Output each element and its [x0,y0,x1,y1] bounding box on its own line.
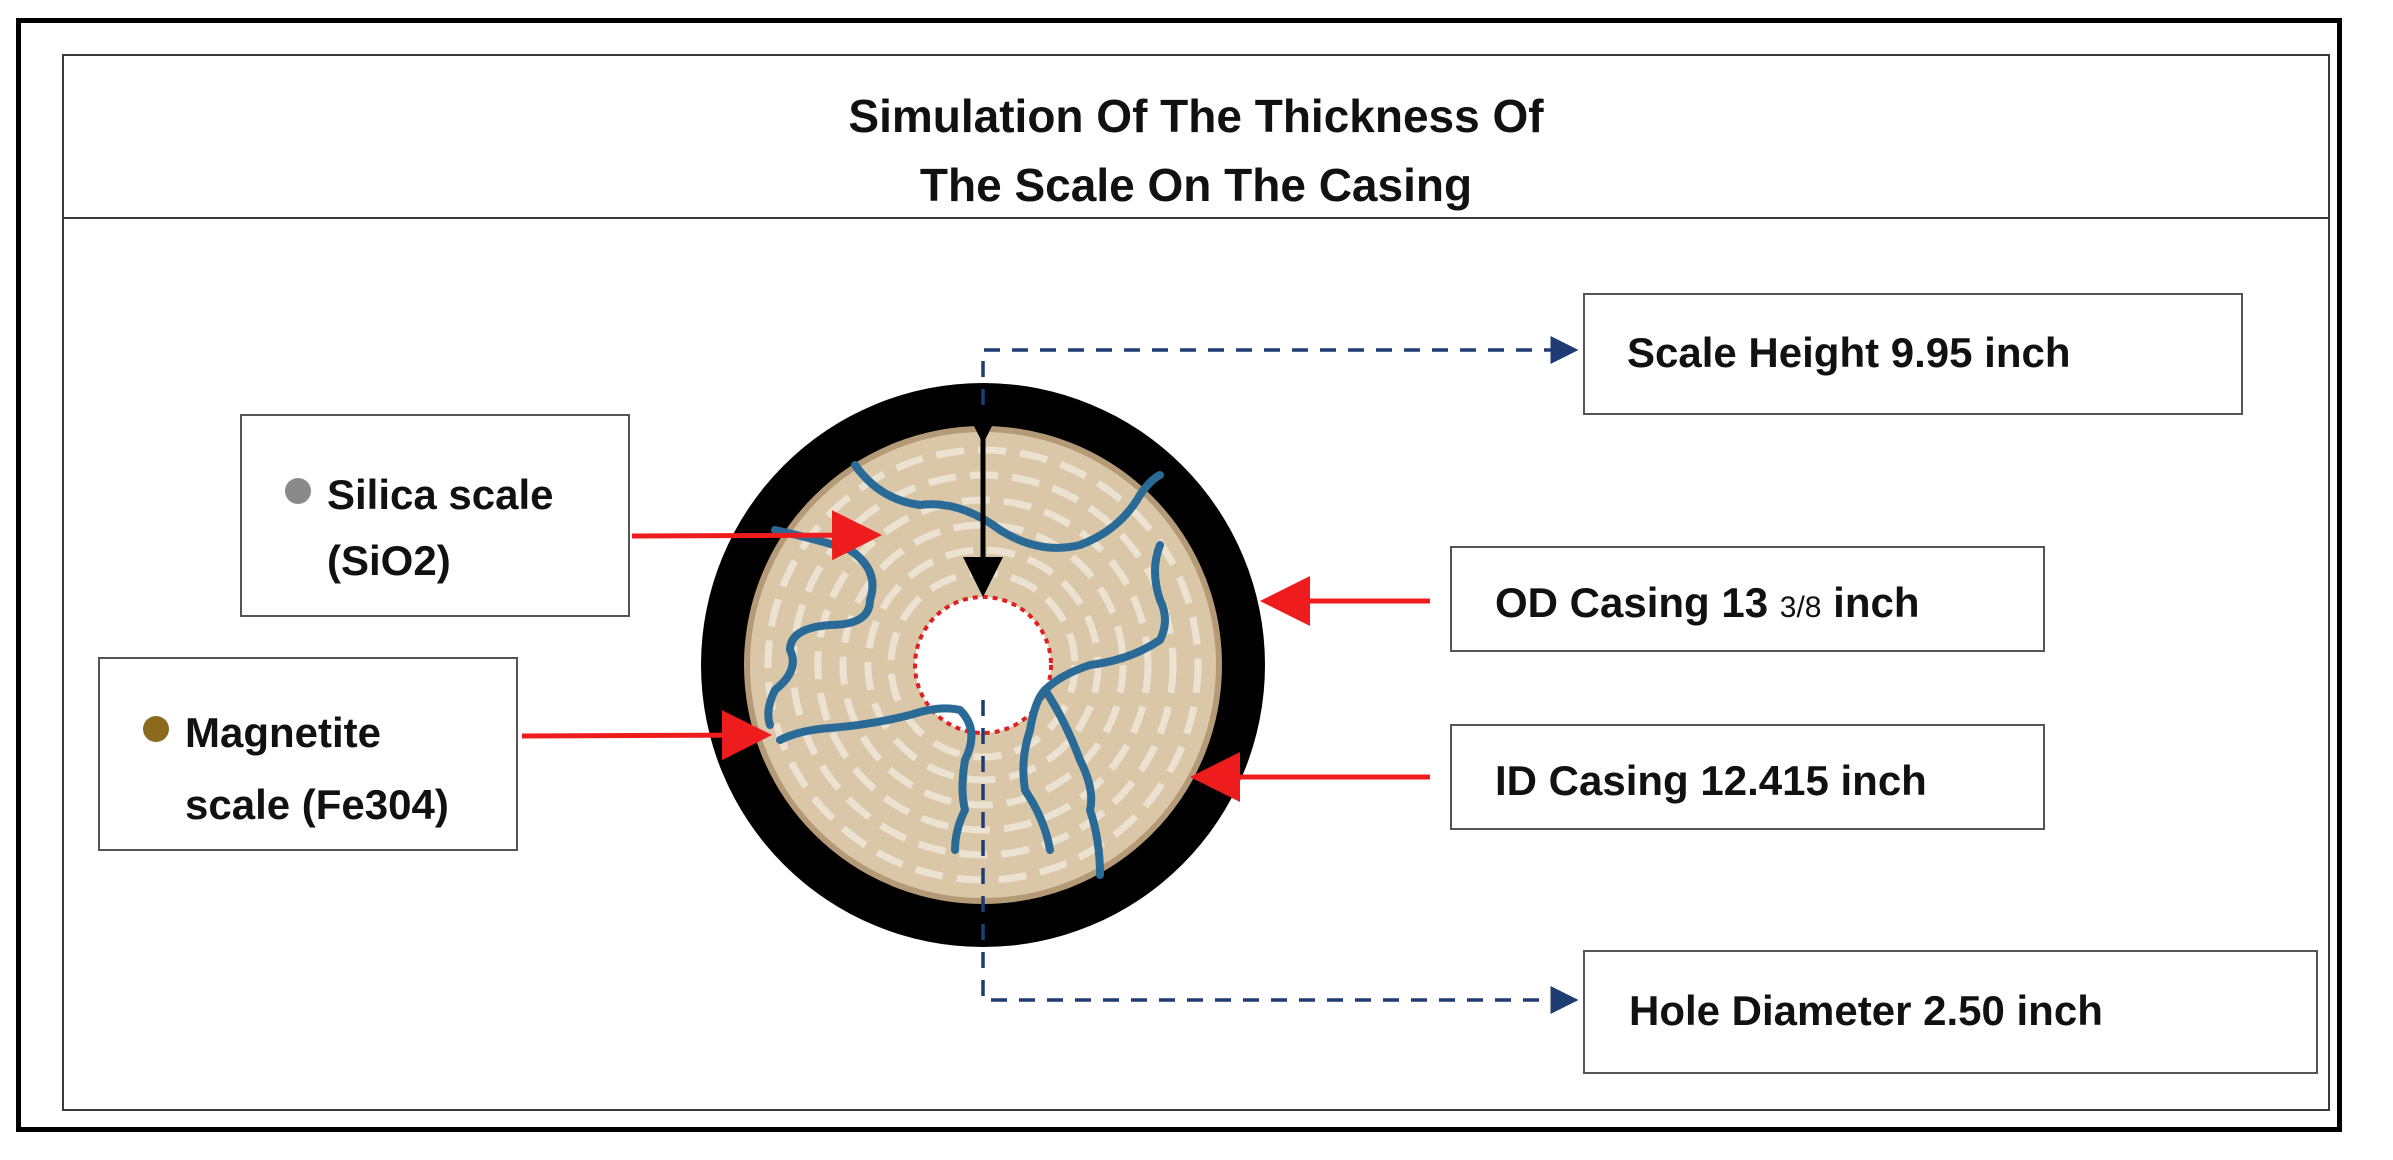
od-casing-prefix: OD Casing 13 [1495,579,1780,626]
magnetite-arrow [521,710,772,761]
magnetite-scale-box [98,657,518,851]
diagram-panel [62,54,2330,1111]
leader-arrows [521,510,1430,802]
hole-diameter-label: Hole Diameter 2.50 inch [1629,987,2103,1034]
magnetite-dot-icon [143,716,169,742]
magnetite-label-line2: scale (Fe304) [185,781,449,828]
silica-dot-icon [285,478,311,504]
od-casing-suffix: inch [1821,579,1920,626]
magnetite-label-line1: Magnetite [185,709,382,756]
silica-arrow [631,510,882,561]
silica-scale-box [240,414,630,617]
od-casing-box [1450,546,2045,652]
title-line-2: The Scale On The Casing [919,159,1473,211]
id-casing-label: ID Casing 12.415 inch [1495,757,1927,804]
scale-height-label: Scale Height 9.95 inch [1627,329,2071,376]
silica-label-line2: (SiO2) [327,537,451,584]
silica-label-line1: Silica scale [327,471,554,518]
scale-height-connector [981,336,1579,405]
id-casing-box [1450,724,2045,830]
title-line-1: Simulation Of The Thickness Of [848,90,1544,142]
dashed-connectors [981,336,1579,1014]
title-divider [62,217,2330,219]
od-casing-fraction: 3/8 [1779,591,1822,624]
od-casing-label: OD Casing 13 3/8 inch [1495,582,1920,624]
hole-diameter-connector [981,700,1579,1014]
scale-height-box [1583,293,2243,415]
hole-diameter-box [1583,950,2318,1074]
hole [913,595,1053,735]
